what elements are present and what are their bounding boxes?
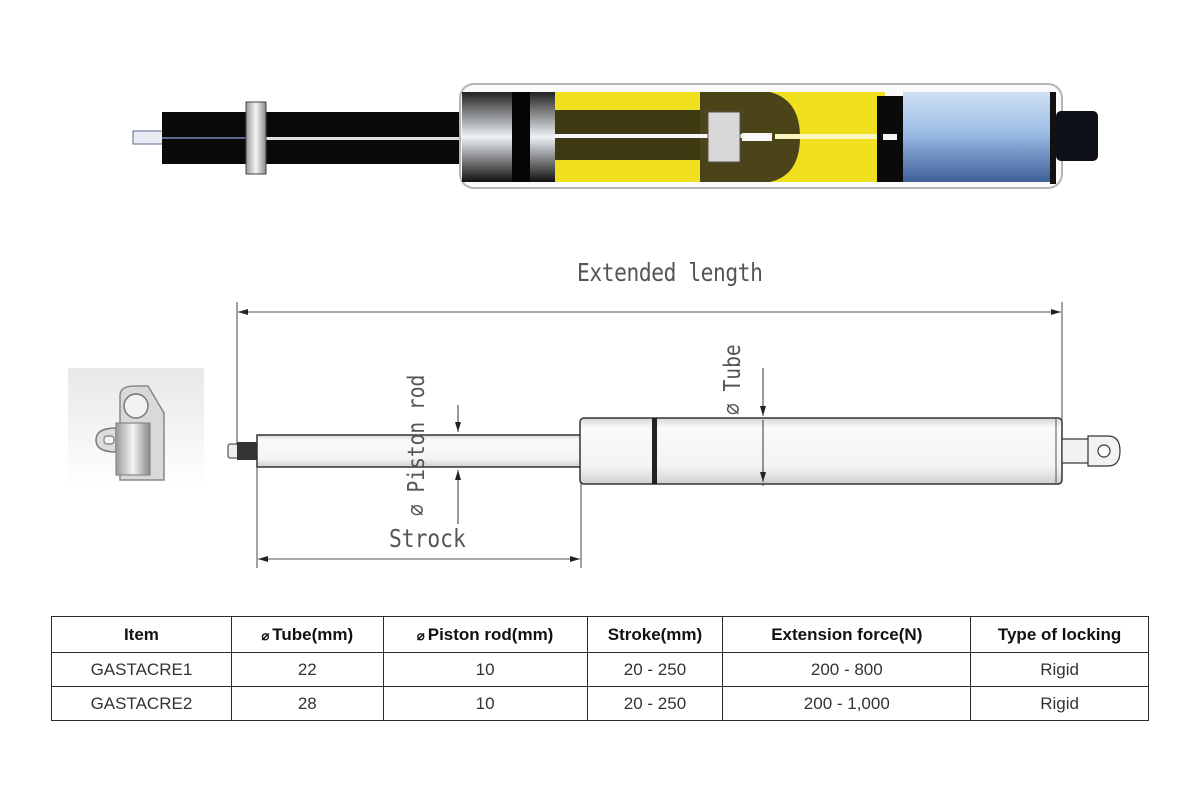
stroke-label: Strock: [389, 524, 466, 553]
table-row: GASTACRE2 28 10 20 - 250 200 - 1,000 Rig…: [51, 686, 1149, 721]
tube-diameter-label: ⌀ Tube: [720, 344, 746, 415]
cell-stroke: 20 - 250: [586, 686, 724, 721]
piston-rod-diameter-label: ⌀ Piston rod: [404, 374, 430, 516]
cell-item: GASTACRE2: [51, 686, 232, 721]
table-row: GASTACRE1 22 10 20 - 250 200 - 800 Rigid: [51, 652, 1149, 687]
cell-tube: 28: [230, 686, 384, 721]
table-header-row: Item ⌀Tube(mm) ⌀Piston rod(mm) Stroke(mm…: [51, 616, 1149, 653]
cell-stroke: 20 - 250: [586, 652, 724, 687]
header-tube-diameter: ⌀Tube(mm): [230, 616, 384, 653]
mounting-bracket-image: [68, 368, 204, 488]
header-item: Item: [51, 616, 232, 653]
diameter-icon: ⌀: [416, 627, 425, 643]
cell-tube: 22: [230, 652, 384, 687]
cell-locking: Rigid: [970, 652, 1149, 687]
cell-extension-force: 200 - 800: [722, 652, 972, 687]
gas-spring-cutaway-illustration: [132, 83, 1098, 189]
cell-piston-rod: 10: [382, 652, 588, 687]
dimension-drawing: [227, 302, 1121, 568]
bracket-icon: [95, 385, 165, 481]
header-piston-rod-diameter: ⌀Piston rod(mm): [382, 616, 588, 653]
cell-locking: Rigid: [970, 686, 1149, 721]
specification-table: Item ⌀Tube(mm) ⌀Piston rod(mm) Stroke(mm…: [51, 616, 1149, 721]
extended-length-label: Extended length: [577, 258, 763, 287]
diameter-icon: ⌀: [261, 627, 270, 643]
cell-item: GASTACRE1: [51, 652, 232, 687]
header-stroke: Stroke(mm): [586, 616, 724, 653]
cell-extension-force: 200 - 1,000: [722, 686, 972, 721]
header-extension-force: Extension force(N): [722, 616, 972, 653]
header-locking-type: Type of locking: [970, 616, 1149, 653]
cell-piston-rod: 10: [382, 686, 588, 721]
